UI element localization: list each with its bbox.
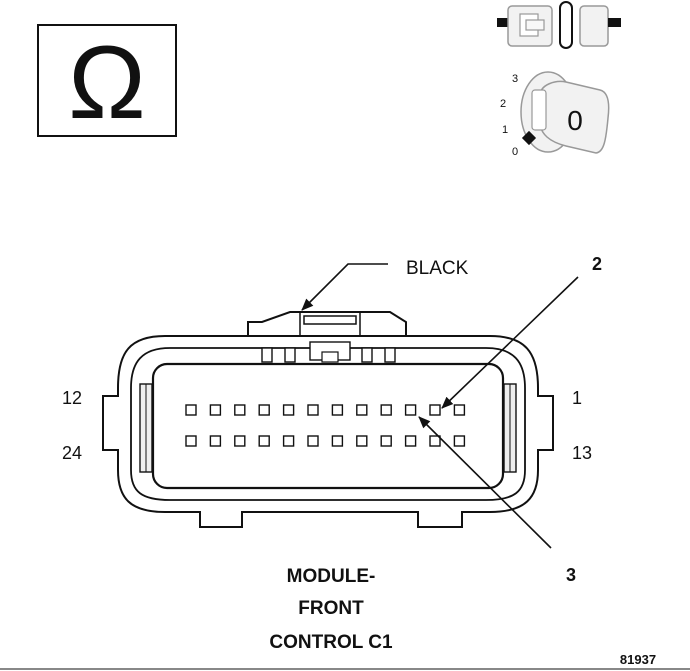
pin-label-24: 24	[62, 443, 82, 463]
pin-label-1: 1	[572, 388, 582, 408]
pin-cavity	[209, 435, 222, 447]
ohm-symbol: Ω	[68, 25, 146, 141]
key-scale-0: 0	[512, 146, 518, 158]
pin-label-13: 13	[572, 443, 592, 463]
pin-3-callout-label: 3	[566, 565, 576, 585]
connector-body	[102, 311, 554, 528]
pin-cavities	[185, 404, 466, 447]
pin-cavity	[209, 404, 222, 416]
caption-line-3: CONTROL C1	[269, 632, 393, 653]
pin-cavity	[453, 404, 466, 416]
pin-2-callout-label: 2	[592, 254, 602, 274]
pin-2-callout-arrow	[441, 276, 579, 409]
pin-label-12: 12	[62, 388, 82, 408]
disconnected-connector-icon	[497, 1, 621, 49]
pin-cavity	[404, 435, 417, 447]
caption-line-1: MODULE-	[287, 566, 376, 587]
pin-cavity	[453, 435, 466, 447]
pin-cavity	[331, 404, 344, 416]
pin-cavity	[429, 404, 441, 416]
pin-cavity	[185, 435, 197, 447]
caption-line-2: FRONT	[298, 598, 364, 619]
pin-cavity	[404, 404, 417, 416]
color-callout-arrow	[301, 263, 388, 311]
pin-cavity	[307, 435, 319, 447]
pin-cavity	[234, 435, 246, 447]
figure-number: 81937	[620, 652, 656, 667]
pin-3-callout-arrow	[418, 416, 552, 549]
pin-cavity	[356, 404, 368, 416]
pin-cavity	[282, 435, 295, 447]
pin-cavity	[356, 435, 368, 447]
ohmmeter-icon: Ω	[37, 24, 177, 141]
pin-cavity	[380, 404, 392, 416]
pin-cavity	[258, 404, 270, 416]
pin-cavity	[185, 404, 197, 416]
connector-color-label: BLACK	[406, 258, 469, 279]
pin-cavity	[331, 435, 344, 447]
pin-cavity	[380, 435, 392, 447]
pin-cavity	[429, 435, 441, 447]
ignition-key-off-icon: 3 2 1 0 0	[500, 71, 610, 158]
pin-cavity	[258, 435, 270, 447]
pin-cavity	[282, 404, 295, 416]
key-scale-2: 2	[500, 98, 506, 110]
pin-cavity	[307, 404, 319, 416]
key-position-indicator: 0	[567, 105, 583, 136]
pin-cavity	[234, 404, 246, 416]
key-scale-3: 3	[512, 73, 518, 85]
key-scale-1: 1	[502, 124, 508, 136]
